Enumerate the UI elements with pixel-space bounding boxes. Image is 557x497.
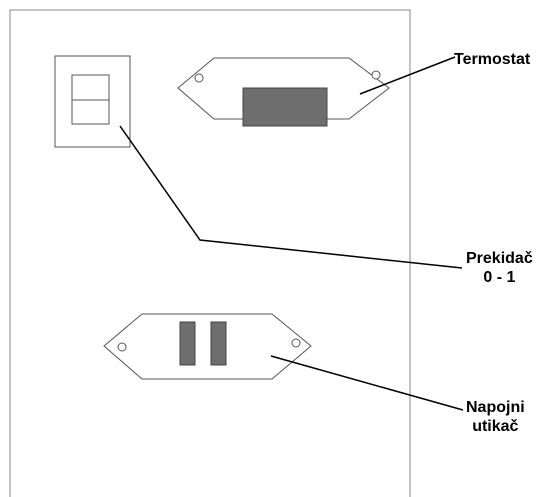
power-plug-label: Napojni utikač xyxy=(466,398,525,436)
switch-label-line-1: Prekidač xyxy=(466,250,533,267)
power-plug-slot-right xyxy=(210,321,227,366)
power-plug-screw-left xyxy=(117,342,127,352)
switch-component xyxy=(54,55,131,148)
leader-line-thermostat xyxy=(359,56,456,95)
leader-line-switch xyxy=(119,125,463,269)
switch-label: Prekidač 0 - 1 xyxy=(466,249,533,287)
power-plug-component xyxy=(103,313,312,380)
thermostat-screw-left xyxy=(194,73,204,83)
thermostat-window xyxy=(242,87,328,127)
power-plug-slot-left xyxy=(179,321,196,366)
thermostat-component xyxy=(177,57,390,127)
power-plug-screw-right xyxy=(291,338,301,348)
power-plug-label-line-1: Napojni xyxy=(466,399,525,416)
power-plug-plate xyxy=(103,313,312,380)
thermostat-label: Termostat xyxy=(454,50,530,69)
device-panel xyxy=(9,9,411,497)
thermostat-screw-right xyxy=(371,70,381,80)
leader-line-power-plug xyxy=(270,355,464,411)
power-plug-label-line-2: utikač xyxy=(472,418,519,435)
switch-label-line-2: 0 - 1 xyxy=(483,269,516,286)
thermostat-label-text: Termostat xyxy=(454,51,531,68)
